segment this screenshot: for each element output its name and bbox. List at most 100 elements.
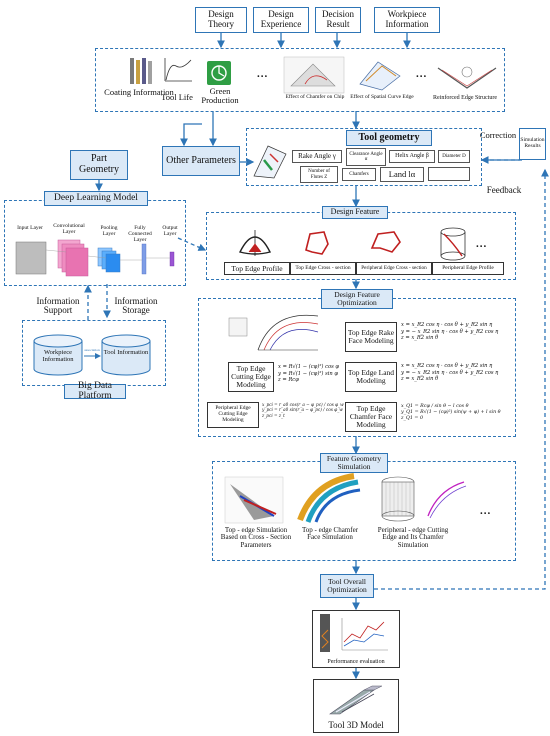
flutes-param: Number of Flutes Z (300, 166, 338, 183)
tool-db-label: Tool Information (103, 349, 149, 356)
more-features-dots: ... (476, 238, 488, 250)
land-equations: x = x_R2 cos η · cos θ + y_R2 sin η y = … (401, 363, 498, 383)
performance-evaluation-text: Performance evaluation (327, 658, 385, 665)
tool-geometry-sketch (253, 145, 287, 179)
top-edge-profile-text: Top Edge Profile (231, 263, 283, 273)
top-edge-cross-section-text: Top Edge Cross - section (295, 264, 351, 271)
chamfer-face-modeling-text: Top Edge Chamfer Face Modeling (349, 404, 393, 429)
rake-eq-1: x = x_R2 cos η · cos θ + y_R2 sin η (401, 322, 493, 328)
spatial-curve-label: Effect of Spatial Curve Edge (350, 94, 414, 100)
peripheral-simulation-image (381, 476, 415, 522)
tool-db-icon (101, 334, 151, 376)
optimization-title-text: Design Feature Optimization (334, 290, 380, 307)
more-items-dots: ... (257, 68, 269, 80)
chamfer-equations: x_Q1 = Rcφ / sin θ − l cos θ y_Q1 = R√(1… (401, 404, 501, 422)
peripheral-cross-section-text: Peripheral Edge Cross - section (361, 264, 427, 271)
chamfer-chip-image (283, 56, 345, 94)
part-geometry-label: Part Geometry (79, 153, 119, 175)
big-data-platform-title: Big Data Platform (64, 380, 126, 401)
design-feature-title: Design Feature (322, 206, 388, 219)
peri-eq-2: y_pci = r_a0 sin(r_a − φ_pc) / cos φ_w (262, 407, 343, 413)
peri-eq-1: x_pci = r_a0 cos(r_a − φ_pc) / cos φ_w (262, 402, 344, 407)
decision-result-box: Decision Result (315, 7, 361, 33)
input-layer-label: Input Layer (17, 225, 43, 231)
fc-layer-label: Fully Connected Layer (128, 225, 152, 243)
information-storage-label: Information Storage (114, 296, 158, 316)
deep-learning-title: Deep Learning Model (44, 191, 148, 206)
workpiece-information-label: Workpiece Information (385, 9, 429, 29)
green-production-icon (207, 61, 231, 85)
land-eq-2: y = − x_R2 sin η · cos θ + y_R2 cos η (401, 369, 499, 376)
peri-eq-3: z_pci = z_t (262, 412, 285, 418)
tool-life-label: Tool Life (161, 92, 193, 102)
land-text: Land lα (388, 169, 416, 180)
land-eq-3: z = x_R2 sin θ (401, 376, 439, 382)
simulation-title: Feature Geometry Simulation (320, 453, 388, 473)
rake-face-modeling-box: Top Edge Rake Face Modeling (345, 322, 397, 352)
simulation-results-label: Simulation Results (520, 137, 545, 149)
rake-angle-param: Rake Angle γ (292, 150, 342, 163)
workpiece-information-box: Workpiece Information (374, 7, 440, 33)
design-experience-box: Design Experience (253, 7, 309, 33)
output-layer-label: Output Layer (162, 225, 178, 237)
chamfers-text: Chamfers (349, 171, 369, 177)
information-support-label: Information Support (36, 296, 80, 316)
rake-eq-2: y = − x_R2 sin η · cos θ + y_R2 cos η (401, 328, 499, 335)
rake-eq-3: z = x_R2 sin θ (401, 335, 439, 341)
feedback-label: Feedback (486, 185, 522, 195)
big-data-platform-text: Big Data Platform (77, 380, 113, 401)
clearance-angle-text: Clearance Angle α (349, 151, 383, 162)
cut-eq-2: y = R√(1 − (cφ)²) sin φ (278, 370, 339, 377)
coating-tools-image (130, 58, 152, 84)
rake-face-equations: x = x_R2 cos η · cos θ + y_R2 sin η y = … (401, 322, 498, 342)
workpiece-db-label: Workpiece Information (42, 349, 74, 363)
peripheral-profile-text: Peripheral Edge Profile (442, 264, 494, 271)
simulation-results-box: Simulation Results (519, 128, 546, 160)
optimization-title: Design Feature Optimization (321, 289, 393, 309)
land-modeling-box: Top Edge Land Modeling (345, 362, 397, 392)
more-effects-dots: ... (416, 68, 428, 80)
rake-angle-text: Rake Angle γ (298, 151, 336, 160)
cut-eq-3: z = Rcφ (278, 377, 299, 383)
land-param: Land lα (380, 167, 424, 182)
top-edge-profile-label: Top Edge Profile (224, 262, 290, 275)
design-theory-label: Design Theory (208, 9, 234, 29)
clearance-angle-param: Clearance Angle α (346, 148, 386, 166)
chamfer-face-modeling-box: Top Edge Chamfer Face Modeling (345, 402, 397, 432)
design-experience-label: Design Experience (260, 9, 302, 29)
tool-life-graph (164, 58, 192, 82)
knowledge-panel (95, 48, 505, 112)
chamfer-face-simulation-label: Top - edge Chamfer Face Simulation (301, 526, 359, 542)
diameter-param: Diameter D (438, 150, 470, 163)
rake-face-diagram (228, 314, 319, 351)
peripheral-cutting-edge-box: Peripheral Edge Cutting Edge Modeling (207, 402, 259, 428)
land-modeling-text: Top Edge Land Modeling (347, 368, 395, 385)
tool-3d-model-text: Tool 3D Model (328, 719, 384, 730)
coating-information-label: Coating Information (104, 87, 174, 97)
top-edge-cross-section-image (305, 231, 329, 255)
design-feature-title-text: Design Feature (330, 207, 380, 217)
part-geometry-box: Part Geometry (70, 150, 128, 180)
cnn-diagram (15, 239, 175, 277)
peripheral-edge-profile-image (440, 227, 466, 261)
tool-geometry-panel (246, 128, 482, 186)
pooling-layer-label: Pooling Layer (100, 225, 118, 237)
peripheral-cross-section-label: Peripheral Edge Cross - section (356, 262, 432, 275)
conv-layer-label: Convolutional Layer (53, 223, 85, 235)
chamfer-eq-2: y_Q1 = R√(1 − (cφ)²) sin(ψ + φ) + l sin … (401, 409, 501, 415)
top-edge-profile-image (238, 230, 272, 256)
helix-angle-text: Helix Angle β (395, 153, 429, 160)
tool-3d-model-panel: Tool 3D Model (313, 679, 399, 733)
tool-overall-optimization-text: Tool Overall Optimization (327, 577, 367, 594)
reinforced-edge-label: Reinforced Edge Structure (433, 95, 497, 101)
workpiece-db-icon (33, 334, 83, 376)
land-eq-1: x = x_R2 cos η · cos θ + y_R2 sin η (401, 363, 493, 369)
tool-geometry-title: Tool geometry (346, 130, 432, 146)
peripheral-chamfer-curve-image (427, 481, 467, 519)
spatial-curve-image (359, 61, 401, 91)
chamfer-eq-3: z_Q1 = 0 (401, 415, 424, 421)
peripheral-profile-label: Peripheral Edge Profile (432, 262, 504, 275)
chamfer-face-simulation-image (297, 473, 361, 523)
tool-overall-optimization-box: Tool Overall Optimization (320, 574, 374, 598)
